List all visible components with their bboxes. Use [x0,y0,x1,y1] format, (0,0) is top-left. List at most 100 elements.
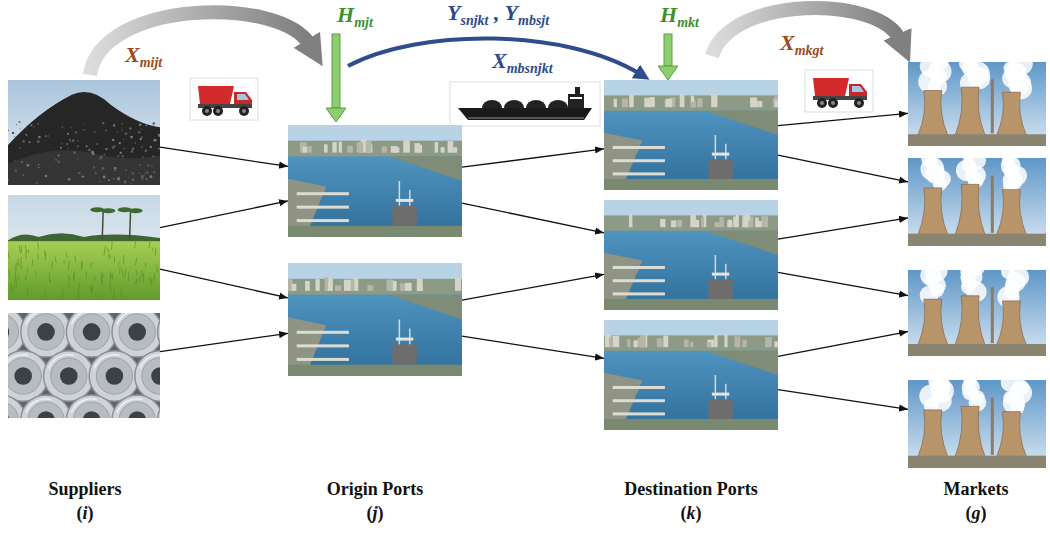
rice-photo-art-part [20,263,21,269]
coal-photo-art-part [83,129,84,130]
coal-photo-art-part [102,122,105,125]
port-photo-art-part [288,125,462,159]
port-photo-art-part [691,102,696,107]
coal-photo-art-part [55,159,57,161]
rice-photo-art-part [8,252,9,259]
coal-photo-art-part [45,135,47,137]
port-photo-art-part [288,279,462,297]
port-photo-art-part [724,334,727,347]
flow-variable-part: X [780,30,795,55]
flow-variable-part: Y [447,0,460,25]
port-photo-art-part [707,340,714,348]
coal-photo-art-part [121,129,123,131]
coal-photo-art-part [152,155,154,157]
coal-photo-art-part [132,178,135,181]
rice-photo-art-part [62,289,64,299]
index-label: (j) [366,502,383,524]
coal-photo-art-part [151,165,152,166]
port-photo-art-part [734,336,740,347]
truck-icon [805,70,873,112]
port-photo-art-part [629,214,632,227]
coal-photo-art-part [8,80,160,185]
steel-photo-art-part [106,367,124,385]
rice-photo-art-part [130,210,131,239]
coal-photo-art-part [144,149,147,152]
rice-photo-art-part [95,293,97,297]
rice-photo-art-part [74,271,75,281]
port-photo-art-part [640,335,647,347]
port-photo-art-part [297,344,349,347]
coal-photo-art-part [130,183,131,184]
plant-photo-art-part [991,398,994,455]
port-photo-art-part [604,351,778,430]
port-photo-art-part [742,215,748,227]
coal-photo-art-part [124,148,125,149]
coal-photo-art-part [141,146,142,147]
steel-photo-art-part [26,399,51,413]
coal-photo-art-part [8,179,9,181]
port-photo-art-part [705,231,778,255]
index-label-part: k [687,503,696,523]
coal-photo-art-part [118,155,120,157]
rice-photo-art-part [145,263,146,267]
flow-variable-part: snjkt [460,13,488,28]
truck-icon-part [805,70,873,112]
port-photo-art-part [705,111,778,135]
flow-variable-part: mbsnjkt [507,61,553,76]
rice-photo-art-part [35,271,36,275]
plant-photo-art-part [918,91,948,136]
port-photo-art-part [666,99,672,107]
coal-photo-art-part [37,140,40,143]
flow-arrow [160,269,288,298]
coal-photo-art-part [22,174,24,176]
steel-photo-art-part [8,358,41,394]
rice-photo-art-part [119,266,120,274]
truck-icon-part [242,109,246,113]
index-label-part: ) [378,503,384,523]
port-photo-art-part [663,336,668,348]
port-photo-art-part [708,279,732,299]
steel-photo-art-part [14,367,32,385]
coal-photo-art-part [73,151,76,154]
port-photo-art [604,320,778,430]
index-label-part: ( [366,503,372,523]
port-photo [604,200,778,310]
flow-variable: Ysnjkt , Ymbsjt [447,2,549,27]
plant-photo-art-part [962,158,974,162]
port-photo-art-part [366,141,372,153]
rice-photo-art-part [28,249,29,253]
plant-photo-art-part [908,344,1046,356]
rice-photo-art-part [102,210,103,239]
coal-photo-art-part [99,181,100,182]
port-photo [604,80,778,190]
coal-photo-art-part [91,151,94,154]
port-photo-art-part [389,156,462,181]
plant-photo-art-part [932,62,949,70]
rice-photo-art-part [142,270,143,277]
coal-photo-art-part [19,147,20,148]
coal-photo-art-part [153,171,155,173]
ship-icon-part [458,108,592,120]
coal-photo-art-part [158,147,160,149]
coal-photo-art-part [66,143,68,145]
truck-icon-part [202,106,212,116]
coal-photo-art-part [130,136,133,139]
flow-variable-part: X [492,48,507,73]
coal-photo-art-part [16,124,17,125]
index-label: (g) [966,502,987,524]
plant-photo [908,380,1046,468]
coal-photo-art-part [83,123,84,124]
port-photo-art-part [344,280,351,291]
coal-photo-art-part [96,143,98,145]
flow-variable: Xmkgt [780,32,823,57]
port-photo-art-part [712,153,729,156]
coal-photo-art-part [18,121,20,123]
coal-photo-art-part [25,152,26,153]
port-photo-art-part [720,217,724,227]
rice-photo-art-part [20,257,21,264]
rice-photo-art-part [38,242,39,249]
plant-photo-art-part [963,380,977,385]
rice-photo-art-part [51,261,53,269]
coal-photo-art-part [99,157,102,160]
port-photo-art-part [448,141,454,153]
